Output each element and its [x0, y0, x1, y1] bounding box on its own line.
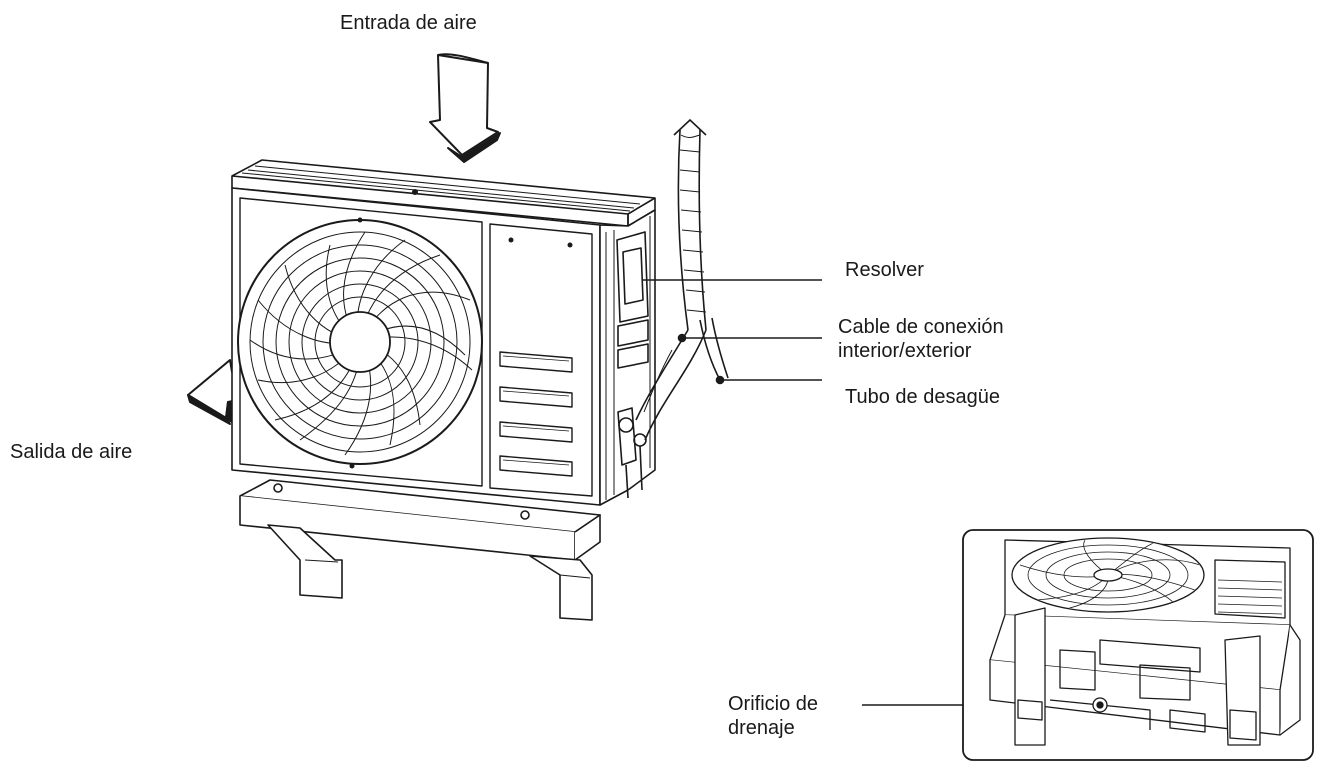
- wall-bracket: [239, 479, 601, 621]
- connection-cable-label-line2: interior/exterior: [838, 340, 972, 362]
- connection-cable-label: Cable de conexión interior/exterior: [838, 315, 1004, 363]
- drain-hole-label: Orificio de drenaje: [728, 692, 818, 740]
- drain-hole-label-line1: Orificio de: [728, 693, 819, 715]
- resolver-label: Resolver: [845, 259, 924, 281]
- air-inlet-label: Entrada de aire: [340, 12, 477, 34]
- drain-tube-label: Tubo de desagüe: [845, 386, 1000, 408]
- drain-hose: [635, 118, 729, 441]
- connection-cable-label-line1: Cable de conexión: [838, 316, 1004, 338]
- inset-underside-view: [962, 529, 1314, 761]
- air-inlet-arrow-icon: [429, 53, 501, 163]
- fan-icon: [237, 217, 483, 469]
- drain-hole-label-line2: drenaje: [728, 717, 795, 739]
- air-outlet-label: Salida de aire: [10, 441, 133, 463]
